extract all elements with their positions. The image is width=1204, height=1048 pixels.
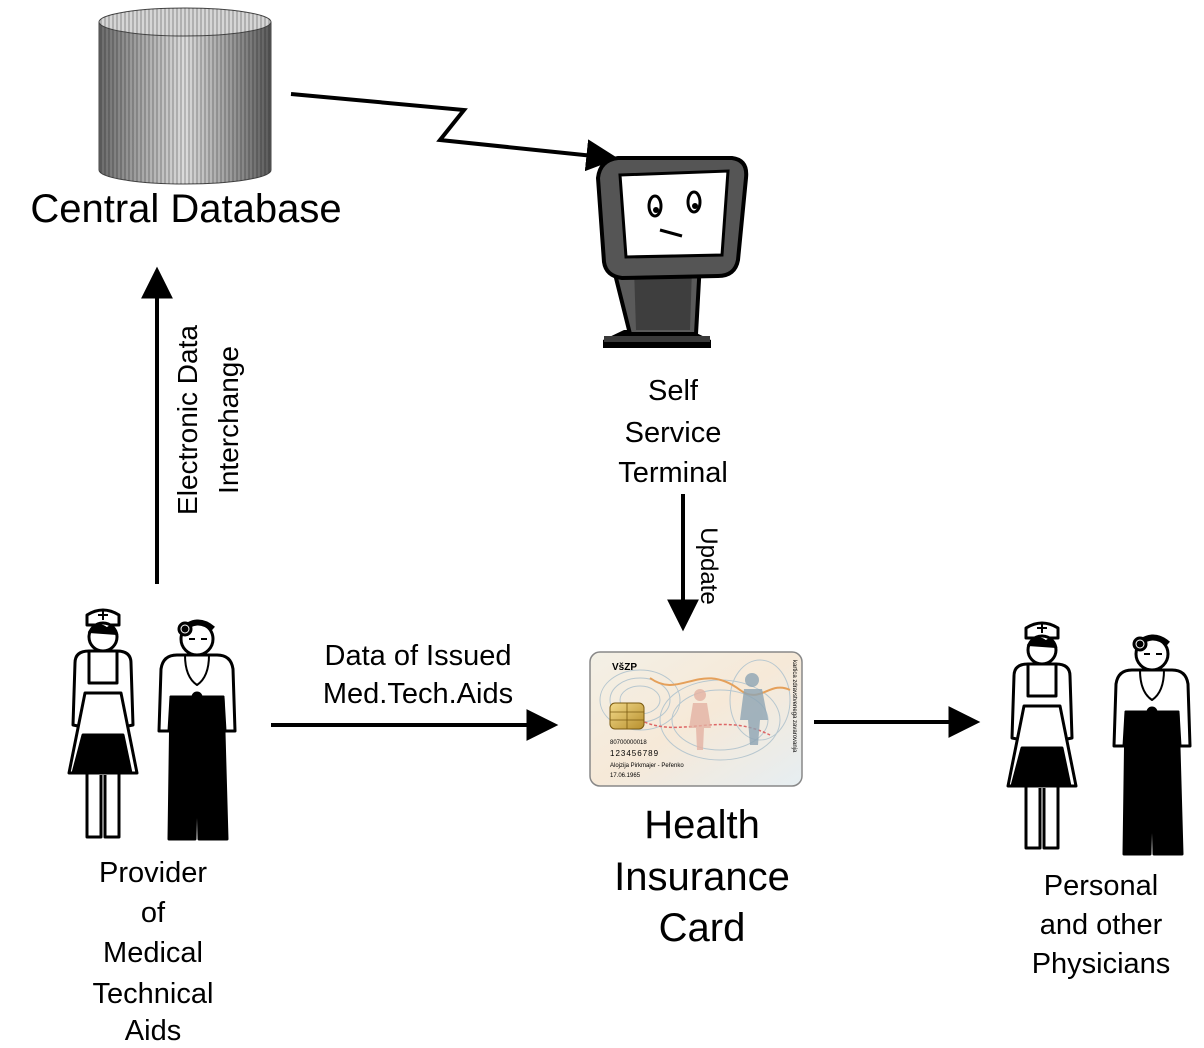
terminal-label-line-1: Self	[648, 375, 699, 407]
arrow-database-to-terminal	[290, 92, 619, 172]
database-node[interactable]: Central Database	[30, 7, 342, 231]
card-brand: VšZP	[612, 662, 637, 673]
database-label: Central Database	[30, 187, 341, 231]
card-node[interactable]: VšZP 80700000018 123456789 Alojzija Pirk…	[589, 651, 803, 950]
terminal-label-line-3: Terminal	[618, 457, 728, 489]
card-label-line-1: Health	[644, 803, 760, 847]
kiosk-terminal-icon	[595, 156, 749, 348]
physicians-node[interactable]: Personal and other Physicians	[1006, 621, 1192, 980]
doctor-figure-icon	[157, 619, 237, 841]
provider-label-line-5: Aids	[125, 1015, 181, 1047]
nurse-figure-icon	[67, 608, 139, 839]
provider-node[interactable]: Provider of Medical Technical Aids	[67, 608, 237, 1047]
card-holder: Alojzija Pirkmajer - Peřenko	[610, 763, 684, 769]
cylinder-database-icon	[98, 7, 272, 185]
issued-label-line-2: Med.Tech.Aids	[323, 678, 513, 710]
issued-label-line-1: Data of Issued	[325, 640, 512, 672]
smart-card-icon: VšZP 80700000018 123456789 Alojzija Pirk…	[589, 651, 803, 787]
card-label-line-3: Card	[659, 906, 746, 950]
card-number-small: 80700000018	[610, 740, 647, 746]
terminal-node[interactable]: Self Service Terminal	[595, 156, 749, 489]
provider-label-line-2: of	[141, 897, 166, 929]
provider-label-line-4: Technical	[93, 978, 214, 1010]
physicians-label-line-2: and other	[1040, 909, 1163, 941]
update-label: Update	[695, 527, 722, 604]
physicians-label-line-3: Physicians	[1032, 948, 1171, 980]
nurse-figure-icon	[1006, 621, 1078, 850]
terminal-label-line-2: Service	[625, 417, 722, 449]
edi-label: Electronic Data Interchange	[172, 325, 244, 515]
edi-label-line-2: Interchange	[213, 346, 244, 494]
physicians-label-line-1: Personal	[1044, 870, 1158, 902]
card-date: 17.06.1965	[610, 773, 641, 779]
provider-label-line-3: Medical	[103, 937, 203, 969]
provider-label-line-1: Provider	[99, 857, 207, 889]
edi-label-line-1: Electronic Data	[172, 325, 203, 515]
doctor-figure-icon	[1112, 634, 1192, 856]
card-vertical-text: kartica zdravstvenega zavarovanja	[791, 660, 797, 753]
card-label-line-2: Insurance	[614, 855, 790, 899]
card-number: 123456789	[610, 749, 659, 758]
